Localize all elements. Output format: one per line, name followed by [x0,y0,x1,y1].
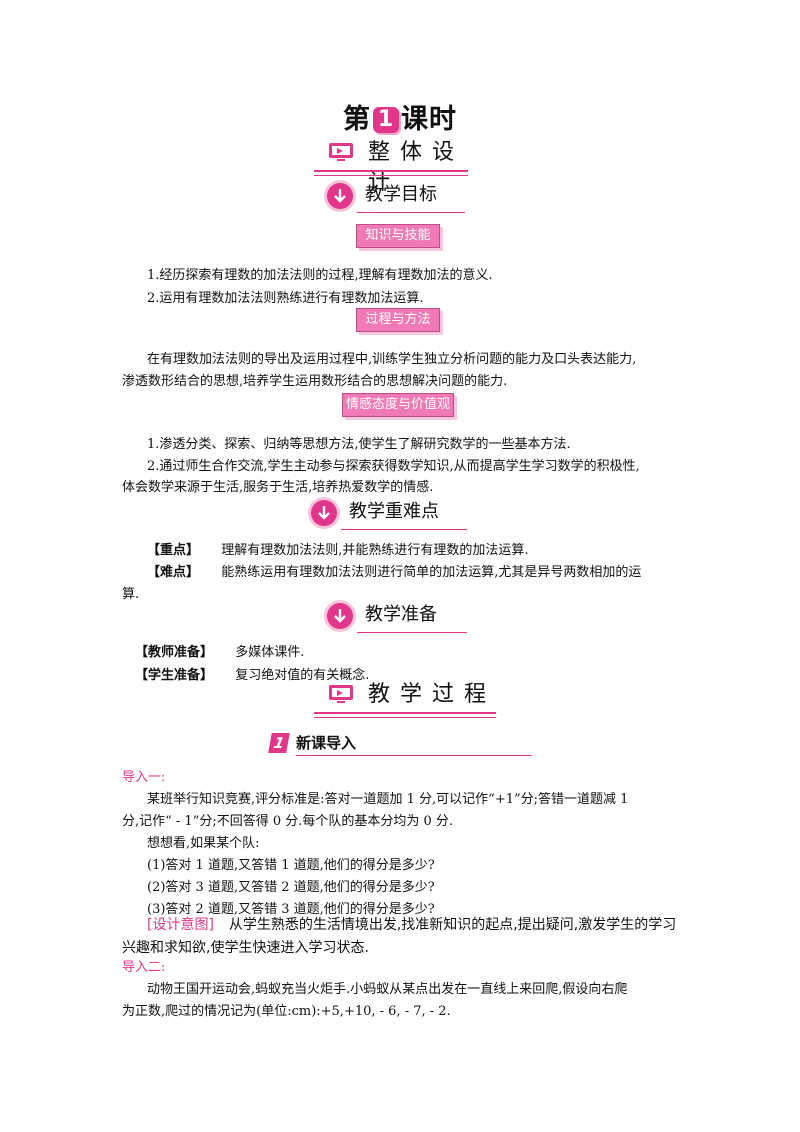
process-line-2: 渗透数形结合的思想,培养学生运用数形结合的思想解决问题的能力. [122,374,508,389]
intro-2-line-2: 为正数,爬过的情况记为(单位:cm):+5,+10, - 6, - 7, - 2… [122,1004,451,1019]
question-3: (3)答对 2 道题,又答错 3 道题,他们的得分是多少? [147,902,435,917]
subheader-preparation: 教学准备 [327,603,467,633]
monitor-icon [329,685,353,703]
intro-1-line-2: 分,记作“ - 1”分;不回答得 0 分.每个队的基本分均为 0 分. [122,814,454,829]
section-title: 整体设计 [368,140,465,195]
subheader-label: 教学目标 [365,184,437,205]
tag-attitude-values: 情感态度与价值观 [342,393,454,417]
teacher-prep-row: 【教师准备】 多媒体课件. [135,641,695,664]
intro-2-label: 导入二: [122,960,166,975]
intro-2-line-1: 动物王国开运动会,蚂蚁充当火炬手.小蚂蚁从某点出发在一直线上来回爬,假设向右爬 [147,982,628,997]
title-number-badge: 1 [373,107,399,133]
difficulty-continuation: 算. [122,587,140,602]
attitude-line-2: 2.通过师生合作交流,学生主动参与探索获得数学知识,从而提高学生学习数学的积极性… [147,459,640,474]
process-line-1: 在有理数加法法则的导出及运用过程中,训练学生独立分析问题的能力及口头表达能力, [147,352,637,367]
focus-row: 【重点】 理解有理数加法法则,并能熟练进行有理数的加法运算. [147,539,707,562]
tag-knowledge-skills: 知识与技能 [356,224,440,248]
down-arrow-icon [327,183,353,209]
step-number-badge: 1 [268,733,290,753]
intro-1-line-1: 某班举行知识竞赛,评分标准是:答对一道题加 1 分,可以记作“+1”分;答错一道… [147,792,629,807]
teacher-prep-label: 【教师准备】 [135,645,214,660]
title-prefix: 第 [343,104,371,135]
subheader-label: 教学准备 [365,604,437,625]
teacher-prep-text: 多媒体课件. [235,645,305,660]
focus-label: 【重点】 [147,543,200,558]
monitor-icon [329,143,353,161]
difficulty-text: 能熟练运用有理数加法法则进行简单的加法运算,尤其是异号两数相加的运 [221,565,642,580]
tag-process-method: 过程与方法 [356,308,440,332]
intro-1-label: 导入一: [122,770,166,785]
think-prompt: 想想看,如果某个队: [147,836,260,851]
difficulty-row: 【难点】 能熟练运用有理数加法法则进行简单的加法运算,尤其是异号两数相加的运 [147,561,707,584]
section-header-teaching-process: 教学过程 [314,680,497,718]
lesson-step-header: 1 新课导入 [268,732,532,756]
subheader-teaching-objectives: 教学目标 [327,183,465,213]
section-header-overall-design: 整体设计 [314,138,468,195]
knowledge-item-2: 2.运用有理数加法法则熟练进行有理数加法运算. [147,291,424,306]
design-intent-label: [设计意图] [147,917,214,933]
attitude-line-3: 体会数学来源于生活,服务于生活,培养热爱数学的情感. [122,480,434,495]
down-arrow-icon [311,500,337,526]
design-intent-line-1: [设计意图] 从学生熟悉的生活情境出发,找准新知识的起点,提出疑问,激发学生的学… [147,913,707,937]
design-intent-text: 从学生熟悉的生活情境出发,找准新知识的起点,提出疑问,激发学生的学习 [228,917,677,933]
down-arrow-icon [327,603,353,629]
step-title: 新课导入 [296,734,357,752]
title-suffix: 课时 [401,104,457,135]
question-1: (1)答对 1 道题,又答错 1 道题,他们的得分是多少? [147,858,435,873]
subheader-label: 教学重难点 [349,501,439,522]
difficulty-label: 【难点】 [147,565,200,580]
section-title: 教学过程 [368,682,497,707]
subheader-key-points: 教学重难点 [311,500,467,530]
design-intent-line-2: 兴趣和求知欲,使学生快速进入学习状态. [122,940,369,956]
focus-text: 理解有理数加法法则,并能熟练进行有理数的加法运算. [221,543,529,558]
attitude-line-1: 1.渗透分类、探索、归纳等思想方法,使学生了解研究数学的一些基本方法. [147,437,571,452]
question-2: (2)答对 3 道题,又答错 2 道题,他们的得分是多少? [147,880,435,895]
student-prep-text: 复习绝对值的有关概念. [235,668,370,683]
student-prep-row: 【学生准备】 复习绝对值的有关概念. [135,664,695,687]
knowledge-item-1: 1.经历探索有理数的加法法则的过程,理解有理数加法的意义. [147,268,493,283]
student-prep-label: 【学生准备】 [135,668,214,683]
